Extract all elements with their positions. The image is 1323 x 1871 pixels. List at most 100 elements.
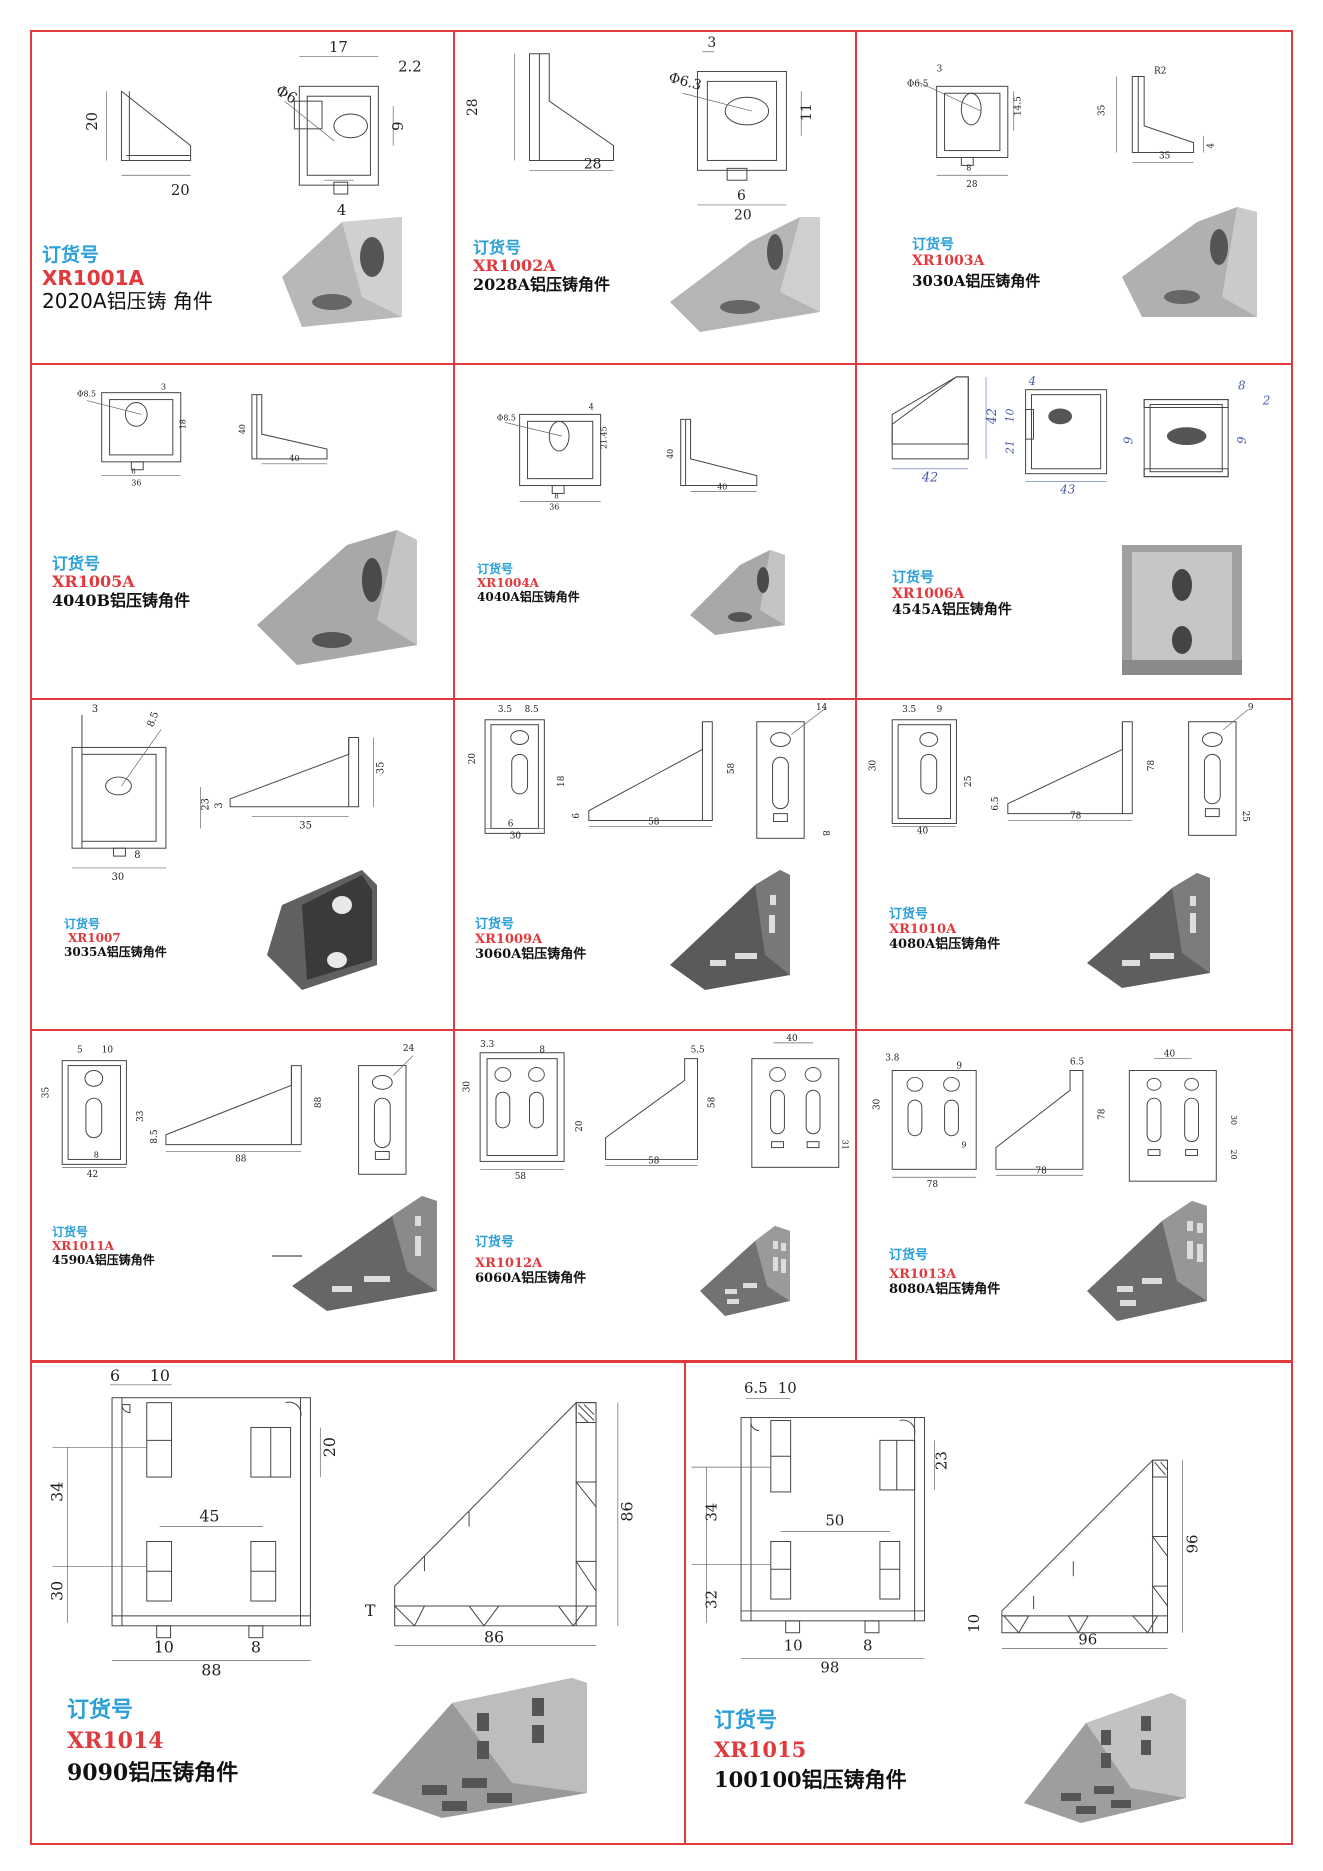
- dim-label: 35: [299, 820, 312, 831]
- dim-label: 8: [863, 1637, 872, 1655]
- dim-label: 58: [648, 817, 660, 827]
- dim-label: 78: [1035, 1166, 1047, 1176]
- product-label: 订货号 XR1003A 3030A铝压铸角件: [912, 237, 1040, 290]
- product-cell-xr1006a: 42 42 4 10 21 43 8 2 9 9 订货号 XR1006A 454…: [855, 363, 1293, 700]
- dim-label: 78: [1147, 759, 1157, 771]
- dim-label: Φ6: [273, 82, 300, 108]
- dim-label: 3: [707, 35, 716, 51]
- dim-label: 8: [966, 163, 971, 172]
- dim-label: 30: [112, 872, 125, 883]
- order-number-label: 订货号: [892, 570, 934, 586]
- dim-label: 78: [927, 1180, 939, 1190]
- dim-label: 98: [820, 1658, 839, 1676]
- dim-label: 28: [465, 98, 481, 116]
- dim-label: 3.8: [885, 1054, 899, 1064]
- dim-label: 88: [201, 1660, 221, 1679]
- dim-label: 10: [102, 1046, 114, 1056]
- dim-label: 10: [965, 1614, 983, 1633]
- dim-label: 8.5: [146, 710, 162, 729]
- product-name: 8080A铝压铸角件: [889, 1281, 1001, 1297]
- dim-label: 23: [200, 798, 211, 811]
- dim-label: 58: [727, 762, 737, 774]
- dim-label: 24: [403, 1044, 415, 1054]
- dim-label: 30: [1229, 1115, 1238, 1125]
- dim-label: 6: [110, 1366, 120, 1385]
- product-photo: [267, 870, 377, 990]
- technical-drawing: 3.5 9 30 25 40 6.5 78 78 25 9: [868, 703, 1253, 836]
- dim-label: 96: [1078, 1631, 1097, 1649]
- dim-label: 9: [937, 705, 943, 715]
- dim-label: 86: [484, 1628, 504, 1647]
- product-cell-xr1010a: 3.5 9 30 25 40 6.5 78 78 25 9 订货号 XR1010…: [855, 698, 1293, 1031]
- product-name: 4590A铝压铸角件: [52, 1252, 155, 1267]
- dim-label: 42: [87, 1170, 98, 1180]
- dim-label: 35: [1159, 151, 1170, 161]
- dim-label: 8: [539, 1046, 545, 1056]
- dim-label: 5: [77, 1046, 83, 1056]
- product-cell-xr1005a: Φ8.5 3 18 36 8 40 40 订货号 XR1005A 4040B铝压…: [30, 363, 455, 700]
- product-label: 订货号 XR1001A 2020A铝压铸 角件: [42, 244, 213, 313]
- technical-drawing: 28 28 3 Φ6.3 11 6 20: [465, 35, 815, 224]
- dim-label: 34: [702, 1503, 720, 1522]
- dim-label: R2: [1154, 66, 1166, 76]
- product-photo: [670, 217, 820, 332]
- dim-label: 6.5: [991, 797, 1001, 811]
- product-code: XR1007: [68, 930, 121, 945]
- dim-label: 9: [1235, 436, 1249, 444]
- product-label: 订货号 XR1002A 2028A铝压铸角件: [473, 238, 610, 294]
- product-label: 订货号 XR1006A 4545A铝压铸角件: [892, 570, 1012, 618]
- technical-drawing: 3.5 8.5 20 18 6 30 58 6 58 14 8: [468, 703, 830, 841]
- dim-label: 3: [161, 383, 166, 392]
- dim-label: 40: [917, 826, 929, 836]
- technical-drawing: 6 10 20 45 34 30 10 8 88 86 T 86: [47, 1366, 636, 1680]
- dim-label: 4: [337, 202, 346, 219]
- order-number-label: 订货号: [64, 917, 101, 931]
- product-label: 订货号 XR1010A 4080A铝压铸角件: [889, 907, 1000, 953]
- dim-label: 8: [820, 830, 830, 836]
- product-cell-xr1015: 6.5 10 23 50 34 32 10 8 98 96 10 96: [684, 1361, 1293, 1845]
- product-photo: [700, 1226, 790, 1316]
- dim-label: 30: [868, 759, 878, 771]
- product-name: 4040A铝压铸角件: [477, 589, 580, 604]
- product-name: 4545A铝压铸角件: [892, 602, 1012, 619]
- order-number-label: 订货号: [42, 244, 100, 266]
- dim-label: 20: [171, 182, 190, 199]
- dim-label: 20: [1229, 1150, 1238, 1160]
- product-name: 4040B铝压铸角件: [52, 590, 191, 610]
- dim-label: 3.3: [480, 1040, 494, 1050]
- dim-label: 21.45: [600, 426, 609, 449]
- product-name: 2028A铝压铸角件: [473, 274, 610, 294]
- product-photo: [282, 217, 402, 327]
- dim-label: 11: [799, 103, 815, 121]
- dim-label: 4: [1206, 143, 1216, 149]
- product-label: 订货号 XR1009A 3060A铝压铸角件: [475, 917, 587, 963]
- dim-label: 8.5: [525, 705, 539, 715]
- product-code: XR1003A: [912, 253, 985, 270]
- dim-label: 10: [150, 1366, 170, 1385]
- dim-label: 96: [1183, 1534, 1201, 1553]
- product-code: XR1006A: [892, 586, 965, 603]
- product-photo: [372, 1678, 587, 1818]
- dim-label: 9: [1121, 436, 1135, 444]
- technical-drawing: 3 Φ6.5 14.5 28 8 R2 35 4 35: [907, 65, 1216, 191]
- technical-drawing: Φ8.5 3 18 36 8 40 40: [77, 383, 328, 488]
- order-number-label: 订货号: [889, 907, 929, 922]
- dim-label: 28: [584, 156, 602, 172]
- order-number-label: 订货号: [473, 238, 522, 257]
- product-code: XR1014: [67, 1728, 164, 1755]
- dim-label: 34: [47, 1482, 66, 1502]
- dim-label: 30: [872, 1098, 882, 1110]
- product-code: XR1002A: [473, 256, 556, 276]
- dim-label: 20: [468, 753, 478, 765]
- dim-label: 30: [462, 1081, 472, 1093]
- product-name: 3060A铝压铸角件: [475, 946, 587, 962]
- product-label: 订货号 XR1015 100100铝压铸角件: [714, 1707, 907, 1792]
- dim-label: 8: [134, 850, 140, 861]
- order-number-label: 订货号: [52, 1225, 89, 1239]
- dim-label: Φ8.5: [497, 413, 516, 422]
- product-photo: [1122, 207, 1257, 317]
- dim-label: 40: [238, 424, 247, 434]
- dim-label: 20: [575, 1120, 585, 1132]
- technical-drawing: 6.5 10 23 50 34 32 10 8 98 96 10 96: [691, 1379, 1201, 1676]
- dim-label: 78: [1098, 1108, 1108, 1120]
